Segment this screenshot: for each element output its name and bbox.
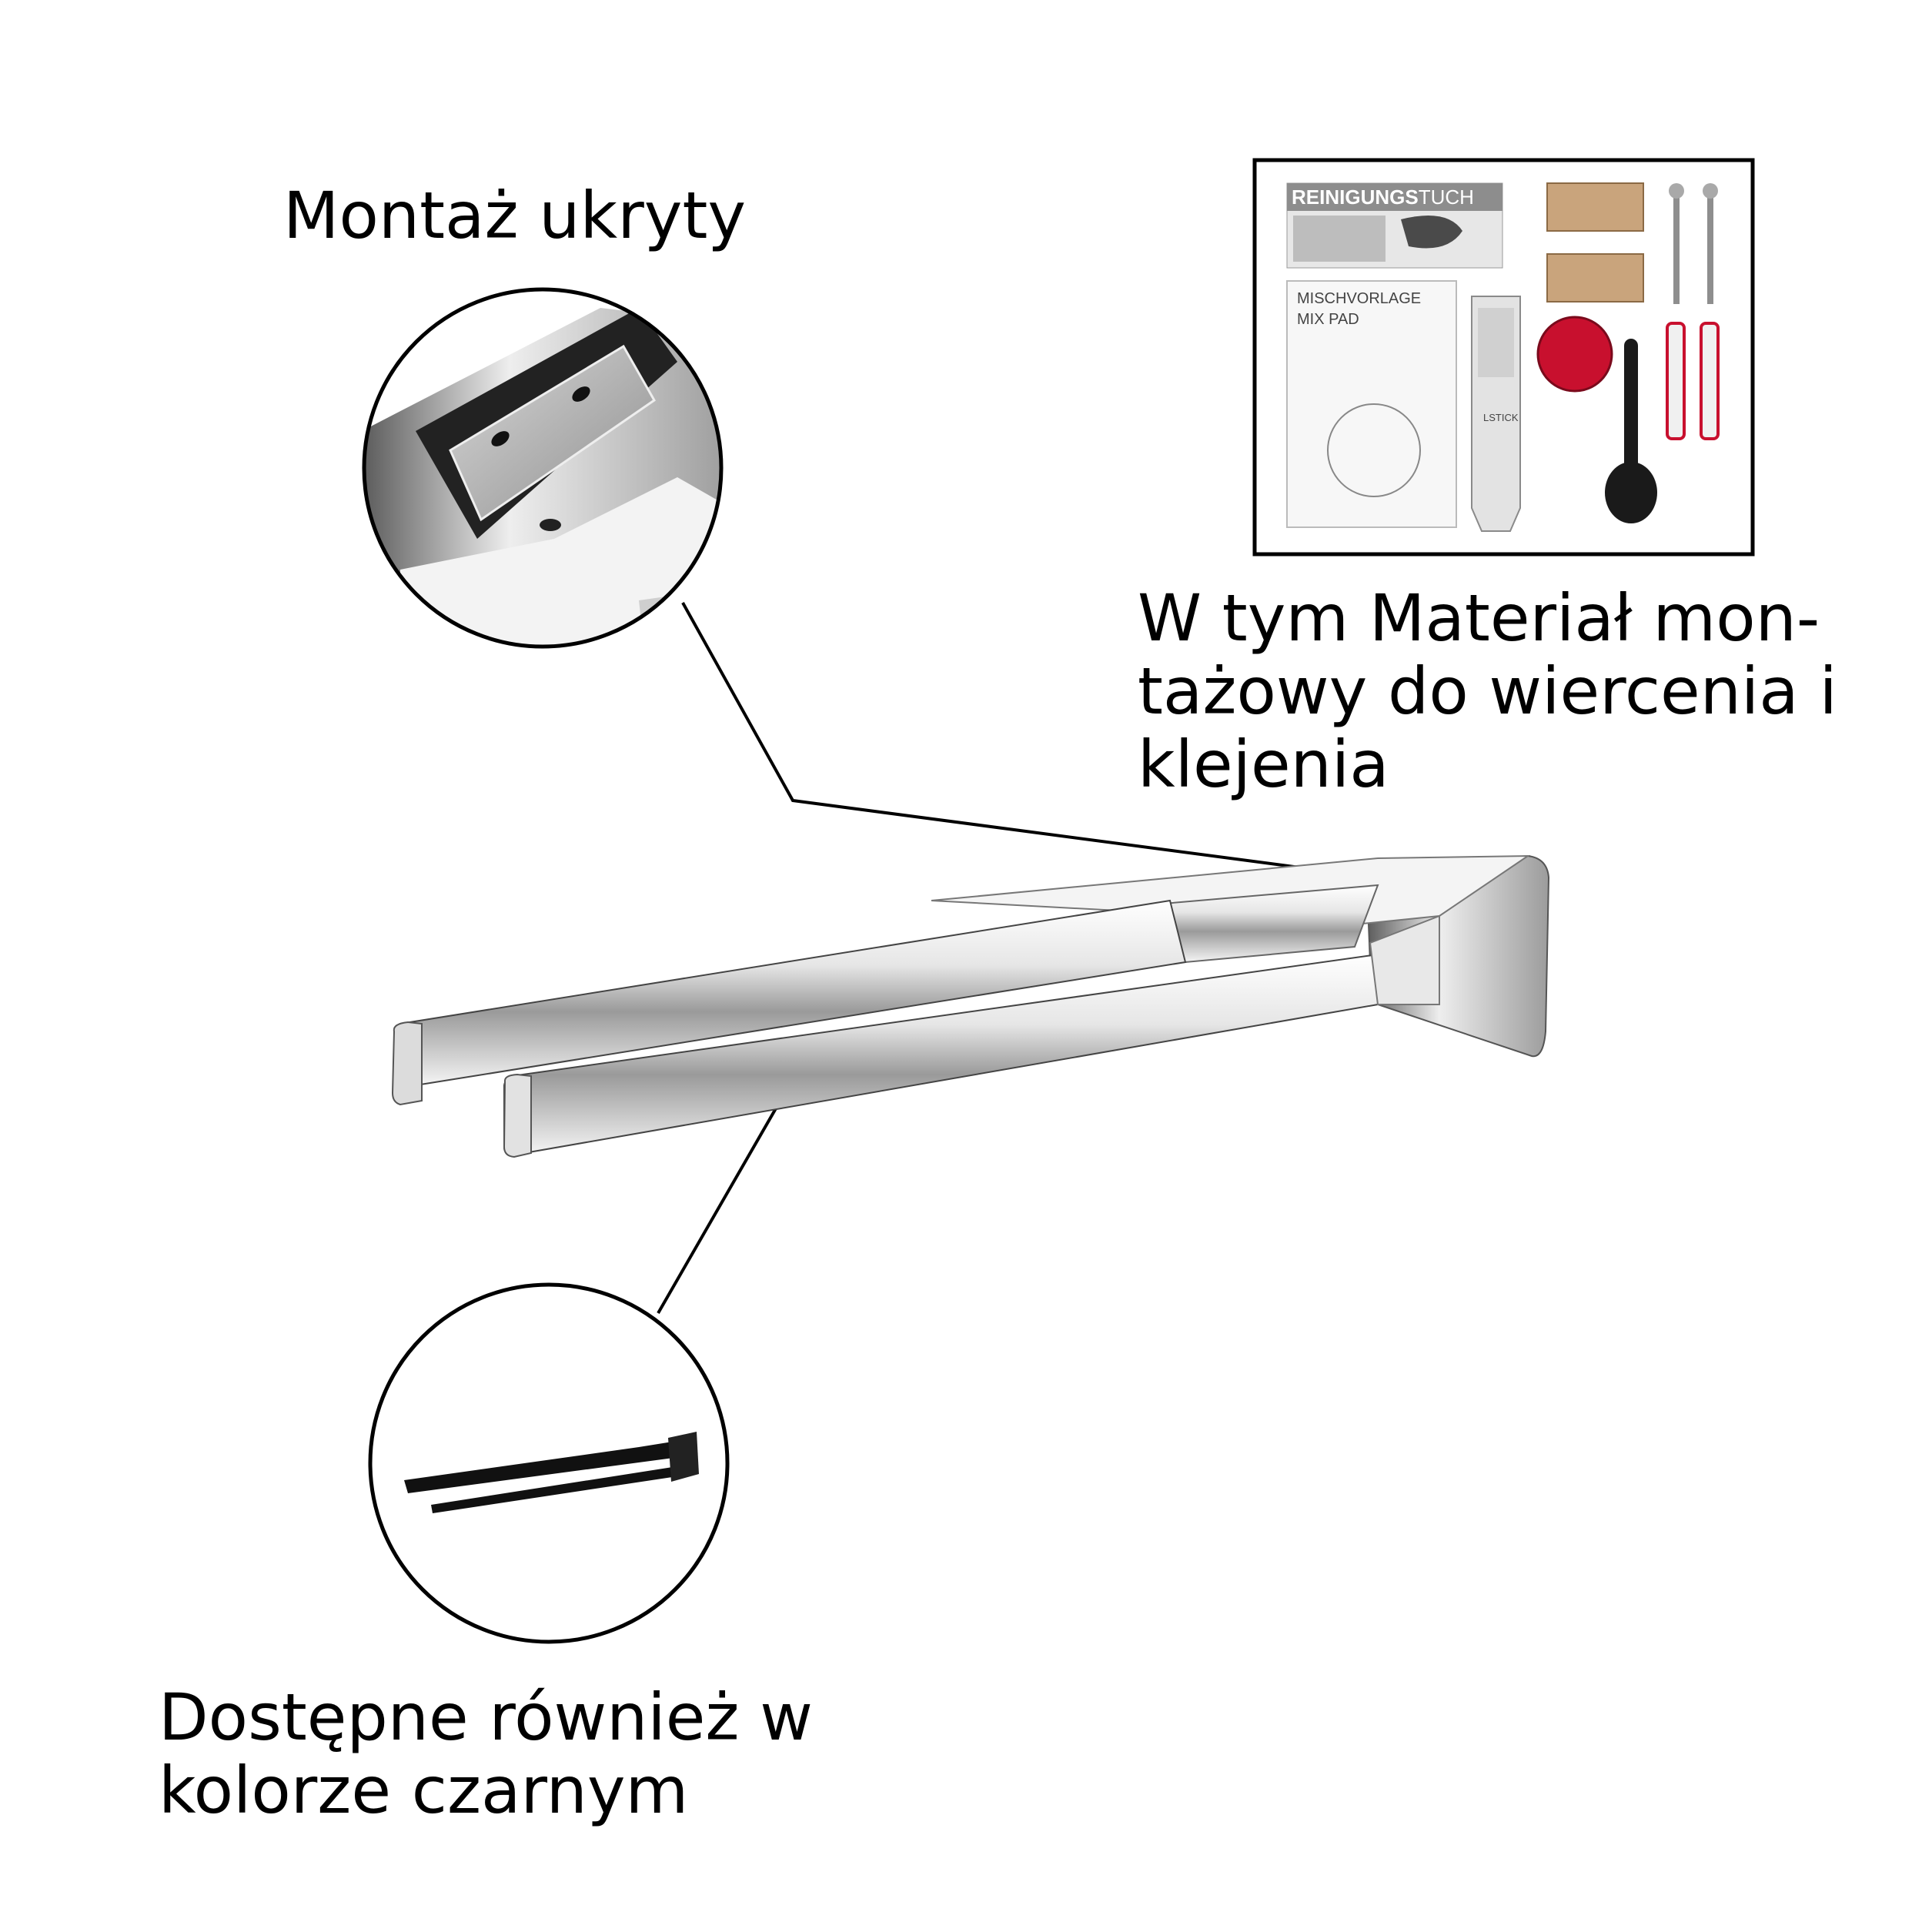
cleaning-cloth-label: REINIGUNGSTUCH <box>1292 185 1474 209</box>
connector-line-hidden-mount <box>681 602 1435 887</box>
mix-pad-card <box>1286 280 1457 528</box>
cleaning-cloth-label-bold: REINIGUNGS <box>1292 186 1419 209</box>
spatula <box>1605 339 1657 523</box>
red-adhesive-pad <box>1536 316 1613 393</box>
black-finish-line-1: Dostępne również w <box>159 1680 813 1755</box>
mounting-kit-box <box>1252 158 1755 557</box>
towel-rail-chrome <box>391 854 1550 1158</box>
mounting-material-line-1: W tym Materiał mon- <box>1138 580 1820 656</box>
cleaning-cloth-packet <box>1286 182 1503 269</box>
mounting-material-line-2: tażowy do wiercenia i <box>1138 653 1837 729</box>
hidden-mount-detail <box>362 287 724 649</box>
wall-plugs <box>1666 322 1720 440</box>
cork-pad-bottom <box>1546 253 1644 303</box>
adhesive-tube <box>1471 296 1521 532</box>
mix-pad-label-2: MIX PAD <box>1297 311 1359 328</box>
black-finish-line-2: kolorze czarnym <box>159 1753 689 1828</box>
hidden-mount-callout: Montaż ukryty <box>283 178 747 253</box>
mix-pad-label-1: MISCHVORLAGE <box>1297 290 1422 307</box>
tube-label: LSTICK <box>1483 412 1519 423</box>
black-finish-detail <box>368 1282 730 1644</box>
screws <box>1669 183 1718 304</box>
cleaning-cloth-label-rest: TUCH <box>1418 186 1474 209</box>
connector-line-black <box>657 1077 795 1314</box>
mounting-material-line-3: klejenia <box>1138 727 1389 802</box>
cork-pad-top <box>1546 182 1644 232</box>
